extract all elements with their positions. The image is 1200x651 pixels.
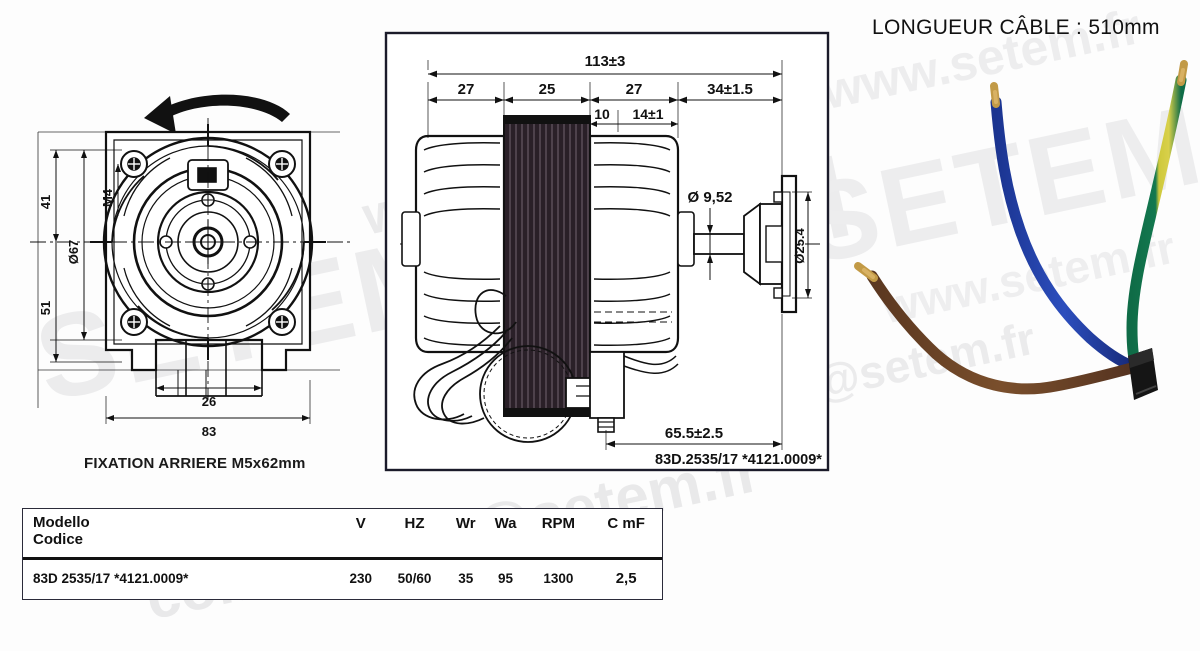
header-model-line2: Codice xyxy=(33,530,84,548)
dim-seg3: 27 xyxy=(626,81,643,98)
header-hz: HZ xyxy=(404,515,425,532)
table-row: 83D 2535/17 *4121.0009* 230 50/60 35 95 … xyxy=(23,558,662,599)
header-voltage: V xyxy=(355,515,366,532)
dim-83: 83 xyxy=(202,424,216,439)
dim-mount: 65.5±2.5 xyxy=(665,425,723,442)
header-model: Modello Codice xyxy=(23,509,339,557)
dim-bore: Ø67 xyxy=(66,240,81,265)
dim-sub2: 14±1 xyxy=(632,106,663,122)
cell-cmf: 2,5 xyxy=(615,569,637,587)
cell-hz: 50/60 xyxy=(397,570,432,586)
header-wr: Wr xyxy=(455,515,476,532)
side-view-drawing: 113±3 27 25 27 34±1.5 10 14±1 Ø 9,52 Ø25… xyxy=(384,31,830,472)
cell-wa: 95 xyxy=(498,570,514,586)
dim-overall: 113±3 xyxy=(585,53,626,70)
cell-rpm: 1300 xyxy=(543,570,574,586)
cell-model: 83D 2535/17 *4121.0009* xyxy=(33,570,189,586)
dim-seg4: 34±1.5 xyxy=(707,81,753,98)
dim-51: 51 xyxy=(38,301,53,315)
spec-table: Modello Codice V HZ Wr Wa RPM C mF 83D 2… xyxy=(22,508,663,600)
blue-wire xyxy=(990,96,1138,372)
cable-connector xyxy=(1128,348,1158,400)
table-header-separator xyxy=(23,555,662,560)
header-rpm: RPM xyxy=(541,515,576,532)
dim-shaft-dia: Ø 9,52 xyxy=(687,189,732,206)
dim-m4: M4 xyxy=(100,188,115,207)
table-header-row: Modello Codice V HZ Wr Wa RPM C mF xyxy=(23,509,662,557)
header-cmf: C mF xyxy=(607,515,645,532)
dim-41: 41 xyxy=(38,195,53,209)
fixation-caption: FIXATION ARRIERE M5x62mm xyxy=(84,455,306,472)
model-code-caption: 83D.2535/17 *4121.0009* xyxy=(655,452,822,468)
header-wa: Wa xyxy=(494,515,517,532)
brown-wire xyxy=(866,270,1138,395)
cable-length-label: LONGUEUR CÂBLE : 510mm xyxy=(872,16,1160,39)
cell-wr: 35 xyxy=(458,570,474,586)
dim-flange-dia: Ø25.4 xyxy=(792,228,807,264)
dim-seg2: 25 xyxy=(539,81,556,98)
green-yellow-wire xyxy=(1126,74,1187,374)
dim-26: 26 xyxy=(202,394,216,409)
rear-view-drawing: 41 51 Ø67 M4 26 83 xyxy=(30,94,350,439)
dim-seg1: 27 xyxy=(458,81,475,98)
cable-photo xyxy=(854,60,1188,400)
rotation-arrow-icon xyxy=(144,94,290,134)
header-model-line1: Modello xyxy=(33,514,90,531)
cell-voltage: 230 xyxy=(349,570,372,586)
dim-sub1: 10 xyxy=(594,106,610,122)
